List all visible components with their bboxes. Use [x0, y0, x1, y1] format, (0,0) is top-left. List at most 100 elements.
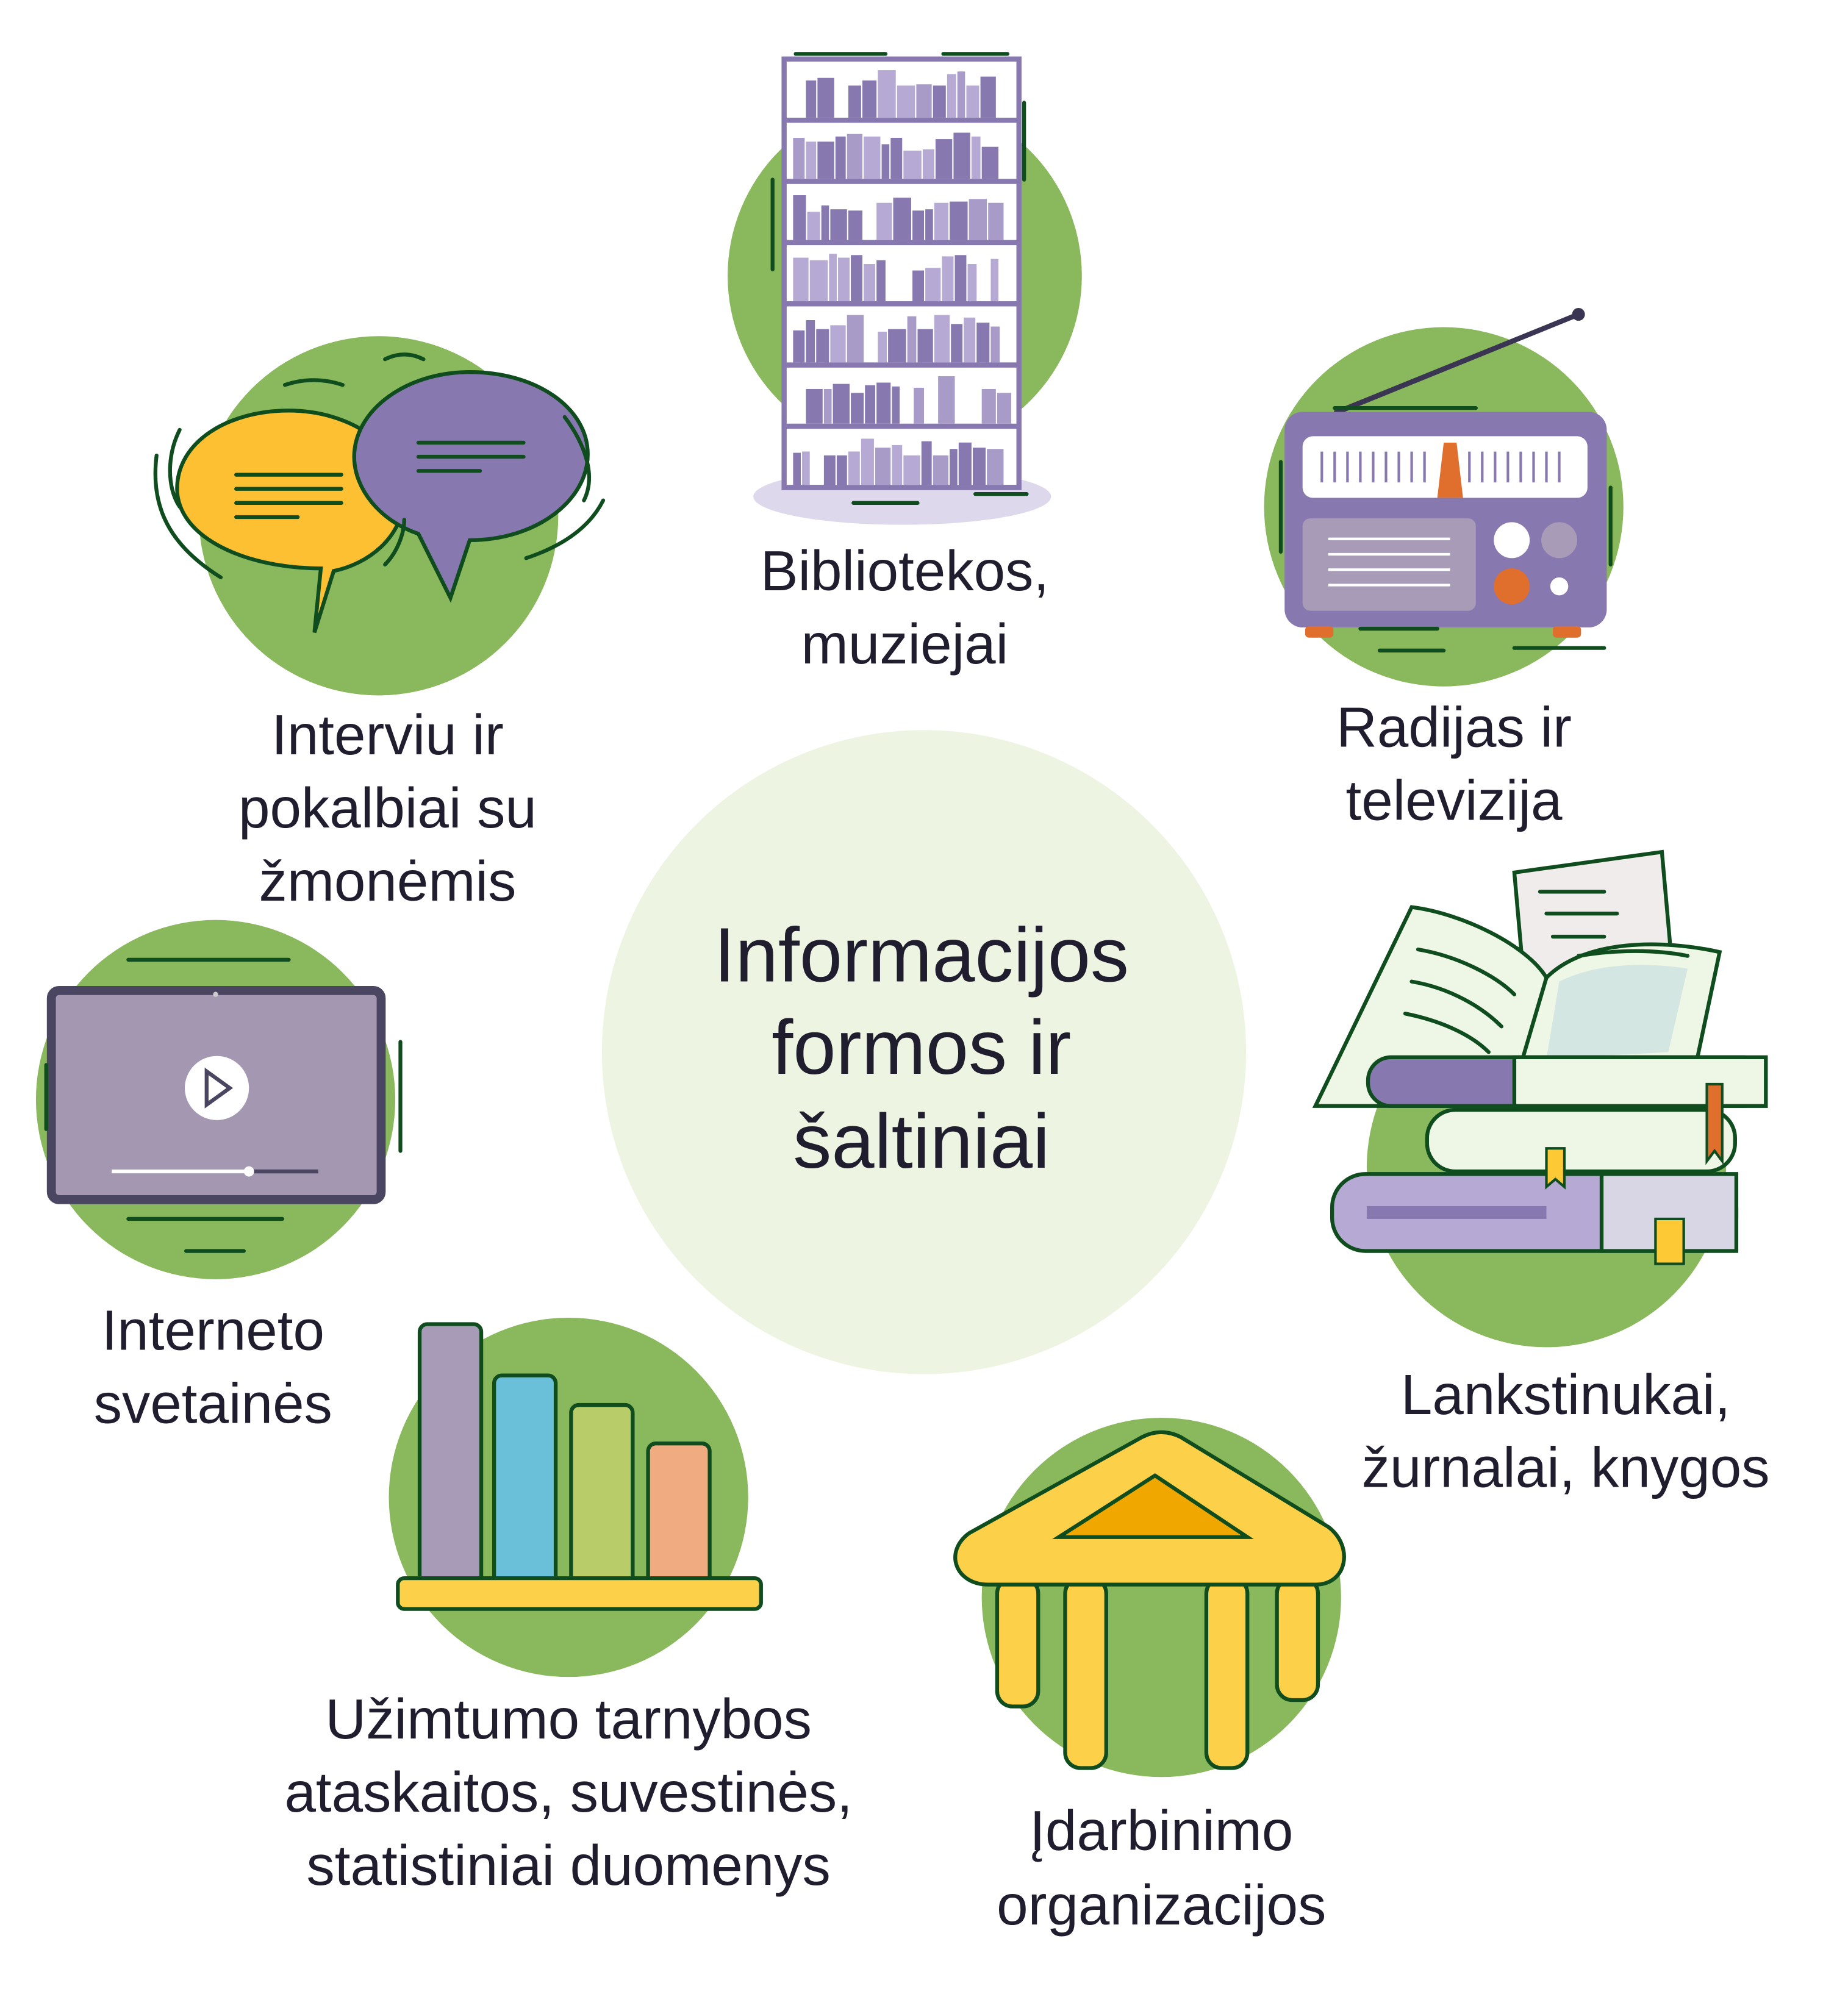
book: [823, 455, 836, 485]
bookshelf-node: Bibliotekos, muziejai: [728, 52, 1082, 676]
book: [806, 141, 817, 179]
book: [954, 255, 967, 302]
book: [890, 137, 903, 179]
book: [830, 325, 846, 363]
book: [861, 438, 874, 485]
book: [951, 324, 963, 363]
source-label-line: Interviu ir: [271, 703, 504, 766]
book: [833, 384, 850, 424]
source-label-line: statistiniai duomenys: [306, 1834, 830, 1897]
source-label-line: ataskaitos, suvestinės,: [284, 1760, 852, 1824]
book: [897, 85, 915, 118]
book: [851, 393, 864, 424]
book: [847, 134, 863, 179]
book: [817, 141, 834, 179]
source-label-line: svetainės: [94, 1372, 332, 1435]
book: [862, 80, 877, 118]
interview-node: Interviu ir pokalbiai su žmonėmis: [153, 336, 606, 913]
book: [921, 441, 932, 485]
book: [971, 136, 981, 179]
source-label-line: Įdarbinimo: [1030, 1799, 1293, 1862]
source-label-line: Radijas ir: [1336, 696, 1572, 759]
book: [881, 144, 890, 179]
book: [916, 84, 932, 118]
book: [957, 71, 965, 118]
book: [964, 317, 976, 363]
book: [793, 330, 805, 363]
book: [925, 268, 941, 302]
book: [912, 210, 924, 240]
book: [876, 202, 892, 240]
book: [851, 255, 863, 302]
book: [947, 74, 956, 118]
book: [806, 80, 817, 118]
book: [942, 256, 954, 302]
book: [830, 209, 847, 240]
book: [793, 257, 809, 302]
book: [925, 209, 933, 240]
book: [934, 315, 950, 363]
book: [806, 388, 823, 424]
book: [893, 198, 911, 240]
bar-icon: [646, 1442, 712, 1589]
source-label-line: žurnalai, knygos: [1362, 1436, 1770, 1499]
book: [966, 85, 980, 118]
book: [903, 455, 920, 485]
book: [892, 386, 900, 424]
book: [848, 210, 863, 240]
book: [972, 448, 986, 485]
bar-icon: [569, 1402, 635, 1589]
book: [981, 146, 999, 179]
book: [981, 388, 996, 424]
book: [958, 442, 972, 485]
book: [950, 201, 968, 240]
book: [875, 448, 891, 485]
book: [793, 137, 805, 179]
book: [865, 385, 876, 424]
book: [802, 451, 810, 485]
book: [836, 455, 847, 485]
book: [987, 449, 1004, 485]
center-node: Informacijos formos ir šaltiniai: [601, 730, 1247, 1374]
book: [997, 393, 1012, 424]
book: [969, 199, 987, 240]
bar-chart-node: Užimtumo tarnybos ataskaitos, suvestinės…: [284, 1317, 853, 1897]
book: [980, 76, 996, 118]
book: [903, 151, 922, 179]
book: [848, 85, 861, 118]
book: [950, 449, 958, 485]
book: [933, 85, 946, 118]
book: [876, 260, 886, 302]
source-label-line: Užimtumo tarnybos: [325, 1687, 811, 1751]
book: [935, 139, 953, 179]
speech-bubbles-icon: [153, 352, 606, 634]
book: [878, 70, 896, 118]
source-label-line: Interneto: [102, 1299, 324, 1362]
book: [823, 388, 832, 424]
book: [912, 270, 924, 302]
book: [864, 136, 881, 179]
center-title-line-3: šaltiniai: [793, 1098, 1050, 1184]
book: [806, 320, 815, 363]
tablet-video-icon: [44, 957, 403, 1253]
books-node: Lankstinukai, žurnalai, knygos: [1312, 849, 1770, 1499]
book: [988, 202, 1004, 240]
book: [914, 387, 924, 424]
bookshelf-icon: [770, 52, 1029, 505]
book: [934, 202, 948, 240]
book: [990, 259, 999, 302]
book: [892, 445, 903, 485]
source-label-line: organizacijos: [997, 1873, 1326, 1937]
bar-icon: [417, 1322, 484, 1589]
book: [793, 452, 801, 485]
play-icon[interactable]: [185, 1056, 249, 1120]
book: [967, 264, 977, 302]
book: [976, 323, 990, 363]
center-title-line-2: formos ir: [772, 1004, 1071, 1090]
book: [817, 77, 834, 118]
building-icon: [953, 1430, 1346, 1770]
center-title-line-1: Informacijos: [714, 912, 1129, 998]
tablet-node: Interneto svetainės: [35, 920, 403, 1435]
book: [953, 132, 970, 179]
source-label-line: Lankstinukai,: [1401, 1363, 1730, 1426]
